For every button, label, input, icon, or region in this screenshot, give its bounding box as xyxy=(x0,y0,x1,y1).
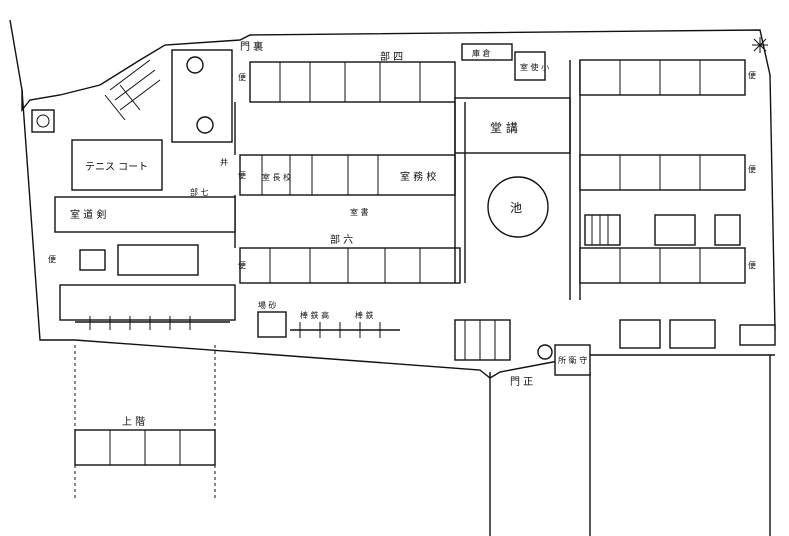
ward-six-label: 部 六 xyxy=(330,233,353,246)
pond-label: 池 xyxy=(510,201,522,215)
toilet-label: 便 xyxy=(48,254,56,264)
main-gate-label: 門 正 xyxy=(510,376,533,388)
ward-seven-label: 部 七 xyxy=(190,187,209,197)
top-labels: 門 裏 庫 倉 室 使 小 井 部 七 室 書 xyxy=(190,40,549,217)
principal-room-label: 室 長 校 xyxy=(262,172,291,182)
well-label: 井 xyxy=(220,157,228,167)
east-wing xyxy=(579,59,746,284)
toilet-label: 便 xyxy=(238,260,246,270)
site-boundary xyxy=(9,19,776,536)
playground-equipment: 場 砂 棒 鉄 高 棒 鉄 xyxy=(75,214,776,361)
high-bar-label: 棒 鉄 高 xyxy=(300,310,329,320)
toilet-label: 便 xyxy=(748,70,756,80)
upper-floor-label: 上 階 xyxy=(122,416,145,428)
ward-six-building: 部 六 xyxy=(239,233,461,284)
janitor-label: 室 使 小 xyxy=(520,62,549,72)
toilets: 便 便 便 便 便 便 便 xyxy=(48,70,756,270)
ward-four-label: 部 四 xyxy=(380,50,403,63)
storage-label: 庫 倉 xyxy=(472,48,491,58)
main-gate: 所 衛 守 門 正 xyxy=(510,344,591,388)
office-building: 室 務 校 室 長 校 xyxy=(239,154,456,196)
kendo-hall-label: 室 道 剣 xyxy=(70,208,106,221)
tennis-court: テニス コート xyxy=(71,139,163,191)
lecture-hall-label: 堂 講 xyxy=(490,120,518,135)
toilet-label: 便 xyxy=(238,72,246,82)
north-west-stairs xyxy=(104,59,161,121)
guard-label: 所 衛 守 xyxy=(558,355,587,365)
lecture-hall: 堂 講 xyxy=(454,97,571,154)
toilet-label: 便 xyxy=(748,164,756,174)
tennis-label: テニス コート xyxy=(85,162,148,173)
teacher-room-label: 室 務 校 xyxy=(400,170,436,183)
library-label: 室 書 xyxy=(350,207,369,217)
toilet-label: 便 xyxy=(238,170,246,180)
compass-star-icon xyxy=(752,37,768,53)
side-gate-label: 門 裏 xyxy=(240,40,263,53)
upper-field: 上 階 xyxy=(74,345,216,500)
west-buildings: 室 道 剣 xyxy=(31,49,236,321)
pond: 池 xyxy=(487,176,549,238)
ward-four-building: 部 四 xyxy=(249,50,456,103)
sand-pit-label: 場 砂 xyxy=(258,300,277,310)
bars-label: 棒 鉄 xyxy=(355,310,374,320)
toilet-label: 便 xyxy=(748,260,756,270)
